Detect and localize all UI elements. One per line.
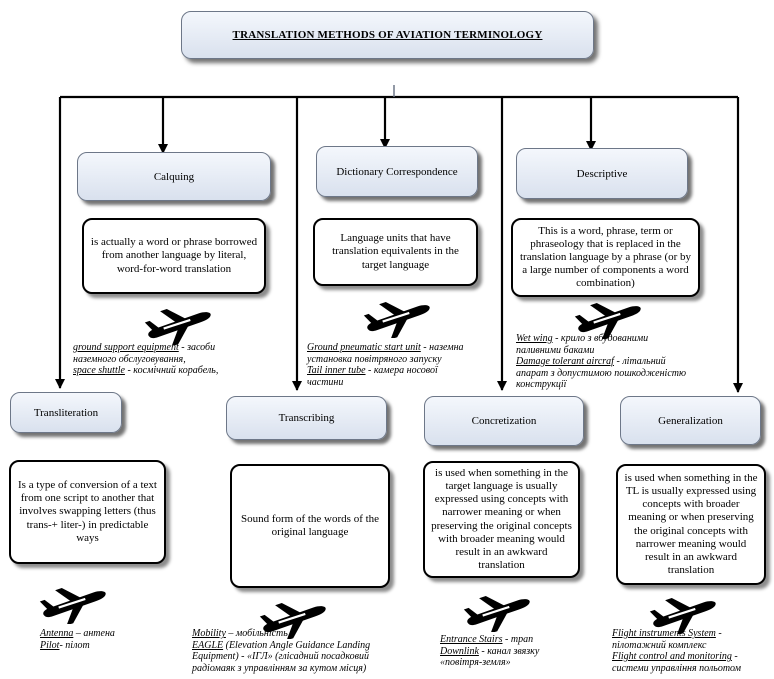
generalization-description-box: is used when something in the TL is usua… <box>616 464 766 585</box>
dictionary-examples: Ground pneumatic start unit - наземна ус… <box>307 342 464 388</box>
example-line: паливними баками <box>516 344 595 356</box>
generalization-header: Generalization <box>620 396 761 445</box>
example-line: ground support equipment - засоби <box>73 342 216 353</box>
example-line: частини <box>307 376 344 388</box>
dictionary-description: Language units that have translation equ… <box>332 232 459 271</box>
descriptive-description-box: This is a word, phrase, term or phraseol… <box>511 218 700 297</box>
transliteration-header: Transliteration <box>10 392 122 433</box>
concretization-description: is used when something in the target lan… <box>431 466 572 572</box>
airplane-icon <box>143 303 215 347</box>
dictionary-header: Dictionary Correspondence <box>316 146 478 197</box>
example-line: конструкції <box>516 379 567 390</box>
calquing-description: is actually a word or phrase borrowed fr… <box>90 236 258 275</box>
example-line: EAGLE (Elevation Angle Guidance Landing <box>192 639 371 651</box>
descriptive-examples: Wet wing - крило з вбудованими паливними… <box>516 333 686 391</box>
example-line: Flight instruments System - <box>612 628 722 639</box>
example-line: Downlink - канал звязку <box>440 645 540 657</box>
transcribing-description: Sound form of the words of the original … <box>240 512 380 538</box>
example-line: «повітря-земля» <box>440 657 511 668</box>
transcribing-description-box: Sound form of the words of the original … <box>230 464 390 588</box>
transcribing-label: Transcribing <box>278 412 335 424</box>
example-line: Damage tolerant aircraf - літальний <box>516 356 666 367</box>
example-line: системи управління польотом <box>612 662 742 674</box>
generalization-label: Generalization <box>658 414 723 427</box>
example-line: Wet wing - крило з вбудованими <box>516 333 649 344</box>
example-line: Equipment) - «ІГЛ» (глісадний посадковий <box>192 651 369 662</box>
example-line: space shuttle - космічний корабель, <box>73 365 219 376</box>
descriptive-header: Descriptive <box>516 148 688 199</box>
example-line: Tail inner tube - камера носової <box>307 365 438 376</box>
calquing-description-box: is actually a word or phrase borrowed fr… <box>82 218 266 294</box>
example-line: Pilot- пілот <box>40 639 90 651</box>
example-line: радіомаяк з управлінням за кутом місця) <box>192 662 367 674</box>
transliteration-label: Transliteration <box>33 406 99 419</box>
diagram-title-text: TRANSLATION METHODS OF AVIATION TERMINOL… <box>232 29 543 41</box>
airplane-icon <box>573 297 645 341</box>
example-line: Antenna – антена <box>40 628 115 639</box>
airplane-icon <box>38 582 110 626</box>
transliteration-description-box: Is a type of conversion of a text from o… <box>9 460 166 564</box>
calquing-examples: ground support equipment - засоби наземн… <box>73 342 218 377</box>
generalization-examples: Flight instruments System - пілотажний к… <box>612 628 741 674</box>
dictionary-description-box: Language units that have translation equ… <box>313 218 478 286</box>
airplane-icon <box>648 592 720 636</box>
example-line: Ground pneumatic start unit - наземна <box>307 342 464 353</box>
example-line: Entrance Stairs - трап <box>440 634 534 645</box>
transliteration-description: Is a type of conversion of a text from o… <box>18 479 157 544</box>
descriptive-description: This is a word, phrase, term or phraseol… <box>519 224 692 290</box>
diagram-title: TRANSLATION METHODS OF AVIATION TERMINOL… <box>181 11 594 59</box>
example-line: пілотажний комплекс <box>612 639 707 651</box>
example-line: Mobility – мобільність <box>192 628 288 639</box>
dictionary-label: Dictionary Correspondence <box>336 165 458 178</box>
example-line: Flight control and monitoring - <box>612 651 738 662</box>
calquing-label: Calquing <box>153 170 195 183</box>
calquing-header: Calquing <box>77 152 271 201</box>
airplane-icon <box>362 296 434 340</box>
concretization-examples: Entrance Stairs - трап Downlink - канал … <box>440 634 539 669</box>
concretization-label: Concretization <box>471 415 537 427</box>
transcribing-header: Transcribing <box>226 396 387 440</box>
example-line: установка повітряного запуску <box>307 353 442 365</box>
airplane-icon <box>258 597 330 641</box>
generalization-description: is used when something in the TL is usua… <box>624 471 758 577</box>
concretization-header: Concretization <box>424 396 584 446</box>
descriptive-label: Descriptive <box>576 167 628 180</box>
airplane-icon <box>462 590 534 634</box>
transcribing-examples: Mobility – мобільність EAGLE (Elevation … <box>192 628 370 674</box>
transliteration-examples: Antenna – антена Pilot- пілот <box>40 628 115 651</box>
concretization-description-box: is used when something in the target lan… <box>423 461 580 578</box>
example-line: наземного обслуговування, <box>73 353 186 365</box>
example-line: апарат з допустимою пошкодженістю <box>516 367 687 379</box>
